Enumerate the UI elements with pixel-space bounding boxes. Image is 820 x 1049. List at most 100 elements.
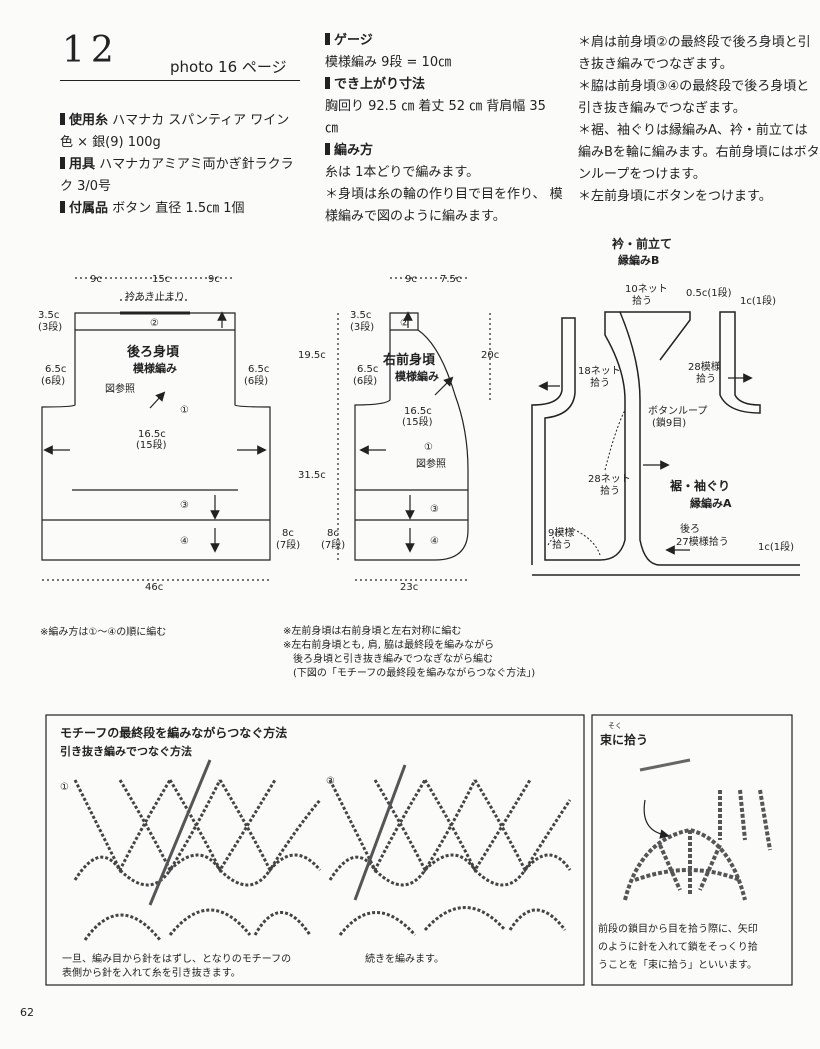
pick-up-ruby: そく — [608, 722, 622, 730]
note-mid-1: ※左前身頃は右前身頃と左右対称に編む — [283, 624, 461, 637]
edging-pat28: 28模様 — [688, 360, 721, 373]
front-hem-mid: 8c — [327, 528, 339, 539]
photo-reference: photo 16 ページ — [170, 58, 287, 76]
front-arm: 6.5c — [357, 364, 378, 375]
front-center-rows: (15段) — [402, 415, 433, 428]
collar-sub: 縁編みB — [618, 253, 659, 267]
front-circle-4: ④ — [430, 536, 439, 547]
joining-method-box — [45, 714, 585, 986]
front-w-top-left: 9c — [405, 274, 417, 285]
back-circle-4: ④ — [180, 536, 189, 547]
back-arm-left-rows: (6段) — [41, 374, 65, 387]
back-arm-right-rows: (6段) — [244, 374, 268, 387]
front-h-upper: 19.5c — [298, 350, 326, 361]
edging-pick10: 拾う — [632, 294, 652, 307]
instructions-block: ゲージ 模様編み 9段 = 10㎝ でき上がり寸法 胸回り 92.5 ㎝ 着丈 … — [325, 30, 570, 228]
pick-up-text-3: うことを「束に拾う」といいます。 — [598, 958, 757, 971]
front-hem-left-rows: (7段) — [276, 538, 300, 551]
edging-net18: 18ネット — [578, 365, 621, 377]
edging-diagram — [531, 311, 800, 576]
step-2-caption: 続きを編みます。 — [365, 952, 444, 965]
yarn-line2: 色 × 銀(9) 100g — [60, 135, 161, 150]
edging-pick18: 拾う — [590, 376, 610, 389]
note-line: ＊左前身頃にボタンをつけます。 — [578, 189, 772, 204]
note-line: 編みBを輪に編みます。右前身頃にはボタ — [578, 145, 820, 160]
notes-right: ＊肩は前身頃②の最終段で後ろ身頃と引 き抜き編みでつなぎます。 ＊脇は前身頃③④… — [578, 32, 820, 208]
edging-back27: 27模様拾う — [676, 535, 729, 548]
bundle-stitch-illustration — [623, 789, 772, 901]
method-line1: 糸は 1本どりで編みます。 — [325, 165, 480, 180]
back-width: 46c — [145, 582, 163, 593]
size-line2: ㎝ — [325, 121, 339, 136]
hem-title: 裾・袖ぐり — [670, 478, 730, 493]
note-order: ※編み方は①〜④の順に編む — [40, 625, 166, 638]
front-bodice-diagram — [337, 277, 491, 581]
hook-2 — [353, 764, 407, 901]
note-line: ＊裾、袖ぐりは縁編みA、衿・前立ては — [578, 123, 808, 138]
gauge-value: 模様編み 9段 = 10㎝ — [325, 55, 452, 70]
pick-up-title: 束に拾う — [599, 732, 648, 747]
insert-arrow — [643, 799, 670, 839]
hem-sub: 縁編みA — [690, 496, 732, 510]
edging-pick28: 拾う — [696, 372, 716, 385]
edging-05c: 0.5c(1段) — [686, 286, 732, 299]
front-circle-1: ① — [424, 442, 433, 453]
crochet-mesh-illustration-1 — [73, 779, 322, 941]
front-arm-rows: (6段) — [353, 374, 377, 387]
back-w-top-right: 9c — [208, 274, 220, 285]
front-circle-2: ② — [400, 318, 409, 329]
front-shoulder: 3.5c — [350, 310, 371, 321]
back-sub: 模様編み — [133, 361, 177, 375]
back-bodice-diagram — [41, 277, 271, 581]
edging-pick9: 拾う — [552, 538, 572, 551]
note-mid-2: ※左右前身頃とも, 肩, 脇は最終段を編みながら — [283, 638, 494, 651]
edging-1c-bottom: 1c(1段) — [758, 540, 794, 553]
front-title: 右前身頃 — [382, 352, 436, 368]
joining-subtitle: 引き抜き編みでつなぐ方法 — [60, 744, 192, 758]
edging-pat9: 9模様 — [548, 526, 574, 539]
back-circle-1: ① — [180, 405, 189, 416]
size-label: でき上がり寸法 — [325, 74, 570, 96]
collar-title: 衿・前立て — [612, 236, 672, 251]
front-center: 16.5c — [404, 406, 432, 417]
yarn-line1: ハマナカ スパンティア ワイン — [112, 113, 290, 128]
pick-up-text-1: 前段の鎖目から目を拾う際に、矢印 — [598, 922, 758, 935]
step-1-caption-b: 表側から針を入れて糸を引き抜きます。 — [62, 966, 241, 979]
method-line2: ＊身頃は糸の輪の作り目で目を作り、 模 — [325, 187, 563, 202]
tool-label: 用具 — [60, 157, 95, 172]
front-h-right: 20c — [481, 350, 499, 361]
pick-up-box — [591, 714, 793, 986]
note-line: 引き抜き編みでつなぎます。 — [578, 101, 746, 116]
back-shoulder: 3.5c — [38, 310, 59, 321]
method-label: 編み方 — [325, 140, 570, 162]
back-center: 16.5c — [138, 429, 166, 440]
front-w-top-mid: 7.5c — [440, 274, 461, 285]
yarn-label: 使用糸 — [60, 113, 108, 128]
note-line: ＊脇は前身頃③④の最終段で後ろ身頃と — [578, 79, 810, 94]
method-line3: 様編みで図のように編みます。 — [325, 209, 506, 224]
note-line: き抜き編みでつなぎます。 — [578, 57, 733, 72]
edging-net10: 10ネット — [625, 283, 668, 295]
front-circle-3: ③ — [430, 504, 439, 515]
back-title: 後ろ身頃 — [127, 344, 180, 360]
parts-value: ボタン 直径 1.5㎝ 1個 — [112, 201, 245, 216]
back-circle-2: ② — [150, 318, 159, 329]
back-arm-left: 6.5c — [45, 364, 66, 375]
edging-back: 後ろ — [680, 522, 700, 535]
pick-up-text-2: のように針を入れて鎖をそっくり拾 — [598, 940, 758, 953]
materials-block: 使用糸 ハマナカ スパンティア ワイン 色 × 銀(9) 100g 用具 ハマナ… — [60, 110, 310, 220]
front-width: 23c — [400, 582, 418, 593]
note-mid-3: 後ろ身頃と引き抜き編みでつなぎながら編む — [293, 652, 493, 665]
pattern-number: 12 — [62, 30, 120, 71]
back-w-top-mid: 15c — [152, 274, 170, 285]
note-mid-4: (下図の「モチーフの最終段を編みながらつなぐ方法」) — [293, 666, 535, 679]
edging-loop-chain: (鎖9目) — [652, 416, 686, 429]
hook-3 — [639, 758, 691, 772]
edging-pick28b: 拾う — [600, 484, 620, 497]
back-neck-label: 衿あき止まり — [125, 290, 185, 303]
schematic-diagrams: 9c 15c 9c 衿あき止まり ② 3.5c (3段) 後ろ身頃 模様編み 6… — [38, 236, 800, 986]
back-circle-3: ③ — [180, 500, 189, 511]
back-center-rows: (15段) — [136, 438, 167, 451]
front-ref: 図参照 — [416, 457, 446, 470]
front-hem-mid-rows: (7段) — [321, 538, 345, 551]
